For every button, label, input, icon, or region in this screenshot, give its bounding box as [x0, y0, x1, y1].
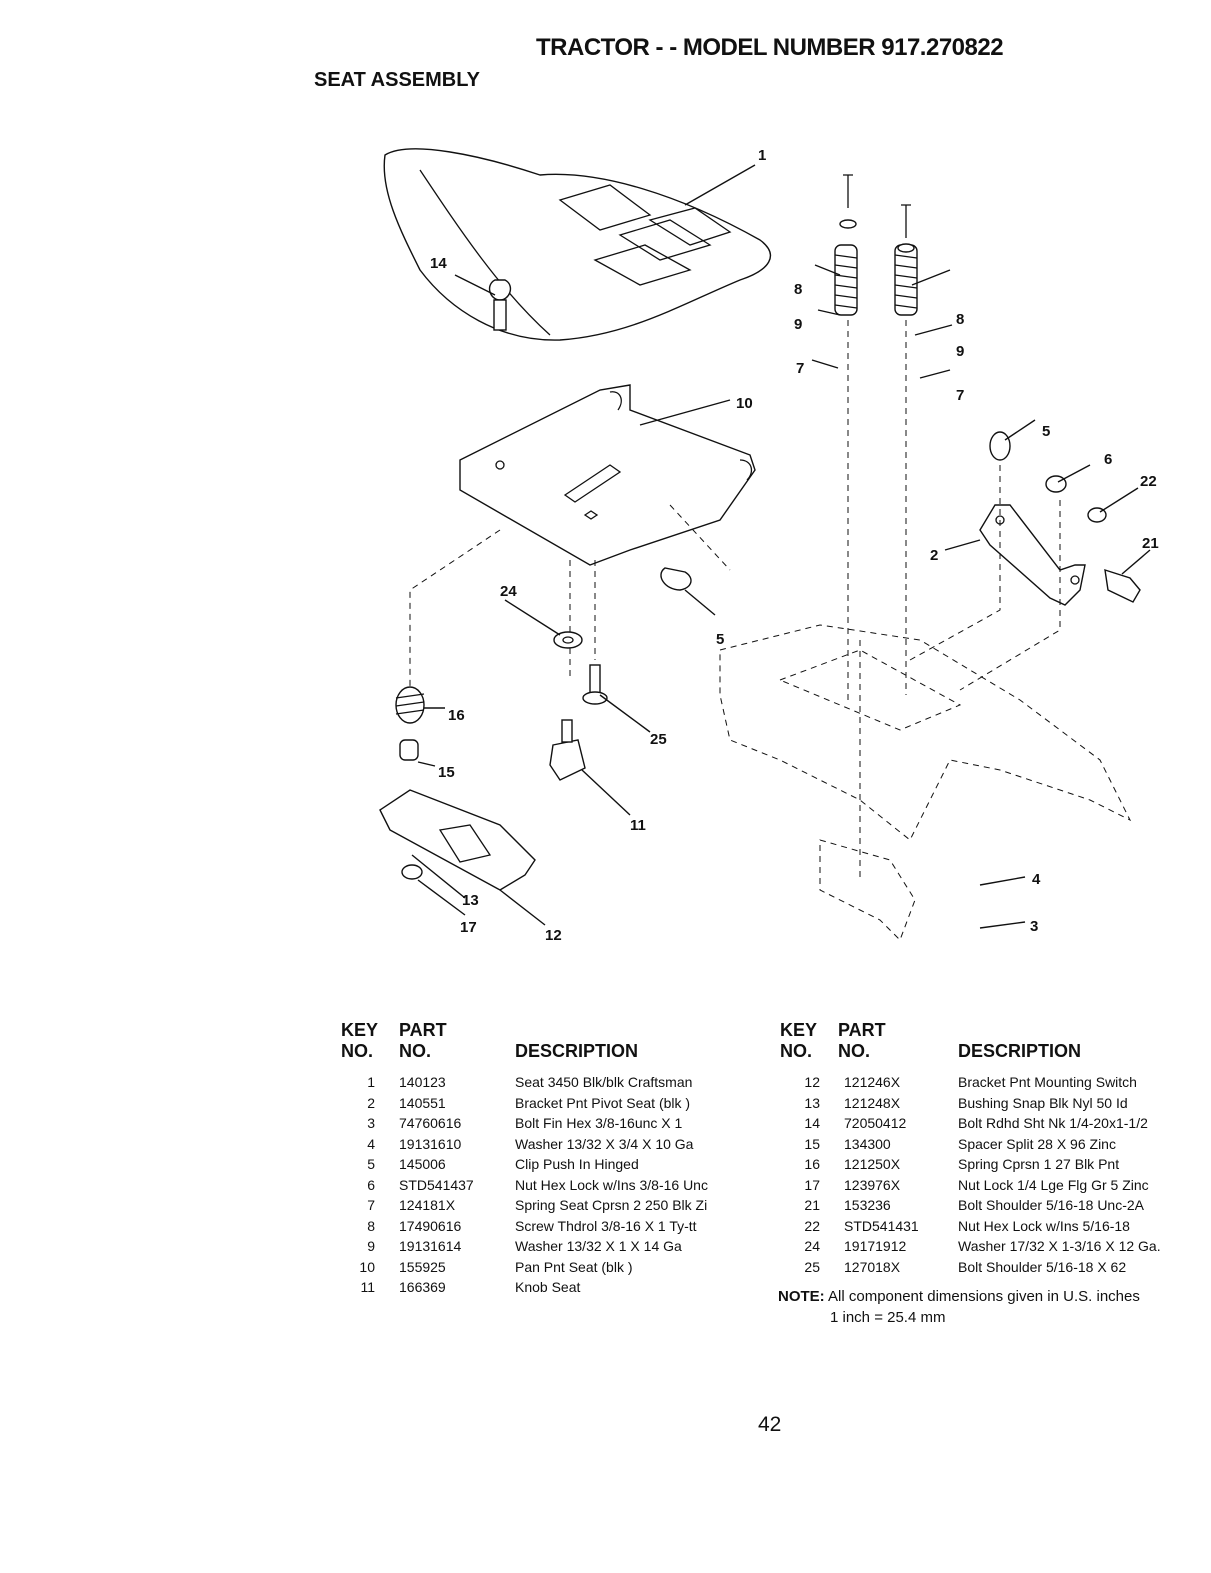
spring-parts	[834, 174, 918, 316]
seat-part	[383, 148, 772, 341]
callout-22: 22	[1140, 473, 1157, 490]
leader-lines	[411, 164, 1151, 929]
left-key-header: KEY NO.	[341, 1020, 379, 1061]
seat-assembly-diagram: 1 8 9 7 8 9 7 14 10 5 6 22 21 2 24 5 16 …	[379, 147, 1159, 944]
page-title: TRACTOR - - MODEL NUMBER 917.270822	[536, 34, 1004, 61]
right-key-header: KEY NO.	[780, 1020, 818, 1061]
callout-17: 17	[460, 919, 477, 936]
right-description-header: DESCRIPTION	[958, 1041, 1082, 1061]
callout-10: 10	[736, 395, 753, 412]
tractor-frame-outline	[409, 320, 1132, 941]
note-text: All component dimensions given in U.S. i…	[828, 1288, 1140, 1305]
callout-8b: 8	[956, 311, 964, 328]
callout-3: 3	[1030, 918, 1038, 935]
callout-7a: 7	[796, 360, 804, 377]
callout-5a: 5	[1042, 423, 1050, 440]
seat-pan-part	[459, 384, 756, 566]
right-part-header: PART NO.	[838, 1020, 886, 1061]
callout-4: 4	[1032, 871, 1041, 888]
callout-12: 12	[545, 927, 562, 944]
callout-15: 15	[438, 764, 455, 781]
callout-16: 16	[448, 707, 465, 724]
dimension-note: NOTE: All component dimensions given in …	[778, 1288, 1140, 1305]
note-label: NOTE:	[778, 1288, 825, 1305]
callout-11: 11	[630, 817, 646, 834]
callout-5b: 5	[716, 631, 724, 648]
switch-bracket-parts	[379, 279, 692, 891]
callout-21: 21	[1142, 535, 1159, 552]
callout-7b: 7	[956, 387, 964, 404]
page-number: 42	[758, 1413, 782, 1436]
conversion-note: 1 inch = 25.4 mm	[830, 1309, 946, 1326]
callout-14: 14	[430, 255, 447, 272]
pivot-bracket-part	[979, 431, 1141, 606]
callout-1: 1	[758, 147, 766, 164]
callout-2: 2	[930, 547, 938, 564]
callout-numbers: 1 8 9 7 8 9 7 14 10 5 6 22 21 2 24 5 16 …	[430, 147, 1159, 944]
section-title: SEAT ASSEMBLY	[314, 69, 480, 91]
callout-13: 13	[462, 892, 479, 909]
callout-8a: 8	[794, 281, 802, 298]
left-description-header: DESCRIPTION	[515, 1041, 639, 1061]
callout-25: 25	[650, 731, 667, 748]
left-part-header: PART NO.	[399, 1020, 447, 1061]
callout-24: 24	[500, 583, 517, 600]
callout-6: 6	[1104, 451, 1112, 468]
callout-9a: 9	[794, 316, 802, 333]
callout-9b: 9	[956, 343, 964, 360]
